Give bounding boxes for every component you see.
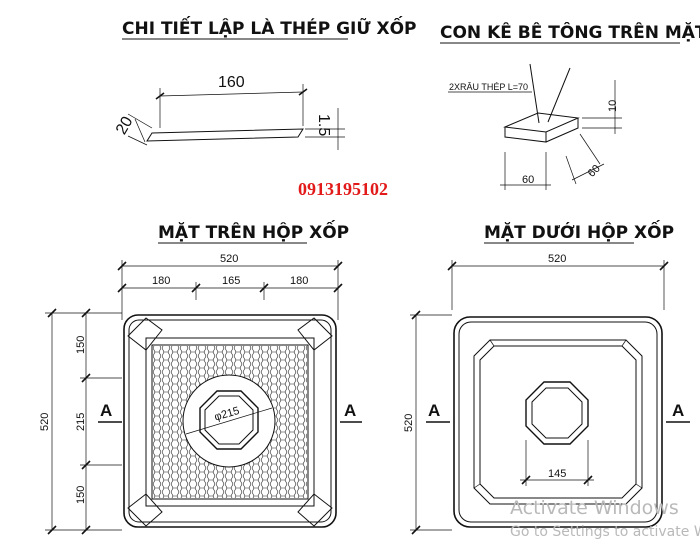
dim-thickness: 1.5 (315, 114, 332, 136)
dim-bottom-total: 520 (548, 253, 566, 265)
top-view: 520 180 165 180 520 150 215 150 (39, 253, 362, 535)
section-mark-left: A (428, 401, 440, 420)
title-bottom-view: MẶT DƯỚI HỘP XỐP (484, 219, 674, 243)
section-mark-left: A (100, 401, 112, 420)
steel-strip-detail: 160 20 1.5 (113, 74, 345, 150)
section-mark-right: A (672, 401, 684, 420)
section-mark-right: A (344, 401, 356, 420)
title-sheet-detail: CHI TIẾT LẬP LÀ THÉP GIỮ XỐP (122, 15, 417, 39)
dim-bottom-hole: 145 (548, 468, 566, 480)
dim-block-height: 10 (607, 100, 619, 112)
dim-top-total: 520 (220, 253, 238, 265)
dim-top-seg-3: 180 (290, 275, 308, 287)
dim-top-vseg-2: 215 (75, 413, 87, 431)
phone-number: 0913195102 (298, 179, 388, 199)
title-concrete-block: CON KÊ BÊ TÔNG TRÊN MẶT XỐP (440, 19, 700, 43)
dim-top-seg-2: 165 (222, 275, 240, 287)
dim-top-vseg-3: 150 (75, 486, 87, 504)
dim-width: 20 (113, 114, 137, 138)
title-top-view: MẶT TRÊN HỘP XỐP (158, 219, 349, 243)
dim-length: 160 (218, 74, 245, 91)
block-note: 2XRÂU THÉP L=70 (449, 82, 528, 92)
dim-bottom-side-total: 520 (403, 414, 415, 432)
dim-top-side-total: 520 (39, 413, 51, 431)
concrete-block-detail: 2XRÂU THÉP L=70 10 60 60 (448, 63, 622, 190)
watermark-subtitle[interactable]: Go to Settings to activate Windows. (510, 524, 700, 540)
dim-top-seg-1: 180 (152, 275, 170, 287)
dim-block-depth: 60 (586, 163, 603, 180)
watermark-title: Activate Windows (510, 497, 679, 519)
dim-top-vseg-1: 150 (75, 336, 87, 354)
dim-block-width: 60 (522, 174, 534, 186)
bottom-view: 520 520 145 A A (403, 253, 690, 535)
